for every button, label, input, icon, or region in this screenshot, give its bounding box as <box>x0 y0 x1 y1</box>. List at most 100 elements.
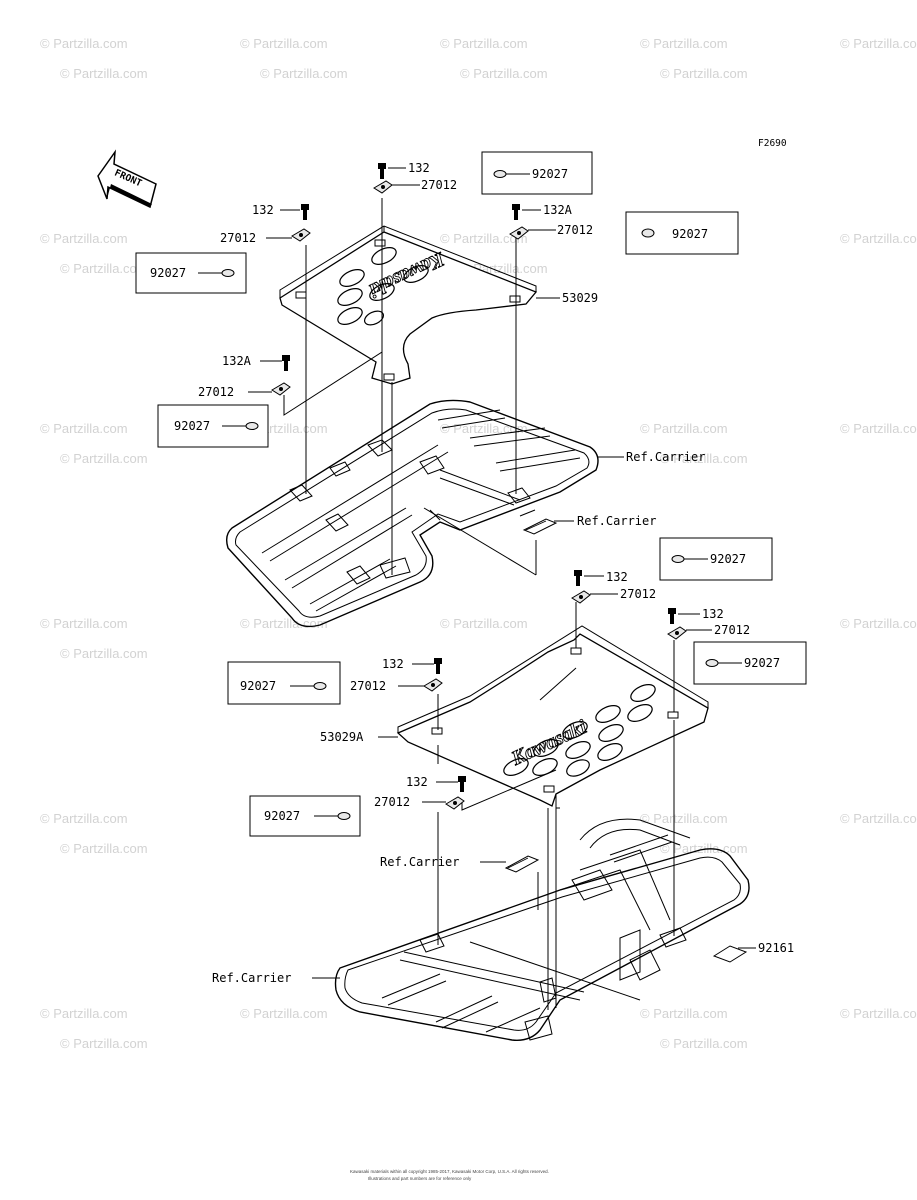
part-label-27012: 27012 <box>557 223 593 237</box>
watermark: © Partzilla.com <box>840 811 917 826</box>
clip-icon <box>571 590 591 604</box>
clip-icon <box>291 228 311 242</box>
watermark: © Partzilla.com <box>460 66 548 81</box>
ref-carrier-label: Ref.Carrier <box>577 514 656 528</box>
watermark: © Partzilla.com <box>640 36 728 51</box>
watermark: © Partzilla.com <box>840 36 917 51</box>
part-label-27012: 27012 <box>421 178 457 192</box>
watermark: © Partzilla.com <box>440 616 528 631</box>
footer-copyright: Kawasaki materials within all copyright … <box>350 1169 549 1174</box>
watermark: © Partzilla.com <box>840 1006 917 1021</box>
bolt-icon <box>434 658 442 674</box>
watermark: © Partzilla.com <box>40 36 128 51</box>
part-label-92161: 92161 <box>758 941 794 955</box>
part-label-132: 132 <box>408 161 430 175</box>
part-label-92027: 92027 <box>672 227 708 241</box>
part-label-92027: 92027 <box>264 809 300 823</box>
part-label-27012: 27012 <box>198 385 234 399</box>
ref-carrier-label: Ref.Carrier <box>626 450 705 464</box>
watermark: © Partzilla.com <box>640 811 728 826</box>
washer-box: 92027 <box>625 211 739 255</box>
watermark: © Partzilla.com <box>660 841 748 856</box>
bolt-icon <box>301 204 309 220</box>
bolt-icon <box>668 608 676 624</box>
part-label-27012: 27012 <box>714 623 750 637</box>
watermark: © Partzilla.com <box>640 1006 728 1021</box>
part-label-132: 132 <box>702 607 724 621</box>
washer-box: 92027 <box>693 641 807 685</box>
part-label-53029: 53029 <box>562 291 598 305</box>
watermark: © Partzilla.com <box>40 231 128 246</box>
watermark: © Partzilla.com <box>60 1036 148 1051</box>
bolt-icon <box>282 355 290 371</box>
lower-plate-53029A: Kawasaki <box>396 625 709 809</box>
bolt-icon <box>574 570 582 586</box>
watermark-layer: © Partzilla.com © Partzilla.com © Partzi… <box>40 36 917 1051</box>
clip-icon <box>509 226 529 240</box>
upper-fasteners: 132 27012 132 27012 132A <box>198 161 705 535</box>
part-label-27012: 27012 <box>620 587 656 601</box>
ref-carrier-label: Ref.Carrier <box>380 855 459 869</box>
clip-icon <box>423 678 443 692</box>
footer-note: Illustrations and part numbers are for r… <box>368 1176 472 1181</box>
watermark: © Partzilla.com <box>60 451 148 466</box>
watermark: © Partzilla.com <box>440 421 528 436</box>
washer-box: 92027 <box>481 151 593 195</box>
pad-icon <box>522 518 558 535</box>
part-label-27012: 27012 <box>374 795 410 809</box>
part-label-132A: 132A <box>222 354 252 368</box>
watermark: © Partzilla.com <box>60 261 148 276</box>
lower-fasteners: 132 27012 132 27012 132 <box>212 570 794 985</box>
watermark: © Partzilla.com <box>40 1006 128 1021</box>
watermark: © Partzilla.com <box>260 66 348 81</box>
part-label-27012: 27012 <box>220 231 256 245</box>
watermark: © Partzilla.com <box>240 36 328 51</box>
part-label-53029A: 53029A <box>320 730 364 744</box>
part-label-132: 132 <box>382 657 404 671</box>
watermark: © Partzilla.com <box>660 1036 748 1051</box>
upper-leader-lines <box>283 198 560 576</box>
part-label-92027: 92027 <box>532 167 568 181</box>
watermark: © Partzilla.com <box>840 616 917 631</box>
bolt-icon <box>512 204 520 220</box>
washer-box: 92027 <box>157 404 269 448</box>
washer-box: 92027 <box>135 252 247 294</box>
lower-carrier-frame <box>334 818 750 1041</box>
bolt-icon <box>378 163 386 179</box>
upper-plate-53029: Kawasaki <box>279 225 538 385</box>
watermark: © Partzilla.com <box>640 421 728 436</box>
pad-icon <box>504 855 540 873</box>
front-arrow-icon: FRONT <box>97 149 157 209</box>
part-label-92027: 92027 <box>240 679 276 693</box>
watermark: © Partzilla.com <box>40 811 128 826</box>
watermark: © Partzilla.com <box>840 421 917 436</box>
watermark: © Partzilla.com <box>660 66 748 81</box>
washer-box: 92027 <box>227 661 341 705</box>
watermark: © Partzilla.com <box>660 451 748 466</box>
clip-icon <box>445 796 465 810</box>
watermark: © Partzilla.com <box>440 36 528 51</box>
watermark: © Partzilla.com <box>240 616 328 631</box>
part-label-92027: 92027 <box>150 266 186 280</box>
part-label-92027: 92027 <box>710 552 746 566</box>
part-label-132: 132 <box>606 570 628 584</box>
watermark: © Partzilla.com <box>240 1006 328 1021</box>
lower-leader-lines <box>378 602 675 1010</box>
pad-icon <box>712 945 748 963</box>
watermark: © Partzilla.com <box>60 646 148 661</box>
part-label-132A: 132A <box>543 203 573 217</box>
washer-box: 92027 <box>659 537 773 581</box>
clip-icon <box>373 180 393 194</box>
part-label-92027: 92027 <box>744 656 780 670</box>
part-label-132: 132 <box>406 775 428 789</box>
watermark: © Partzilla.com <box>60 66 148 81</box>
watermark: © Partzilla.com <box>40 616 128 631</box>
washer-box: 92027 <box>249 795 361 837</box>
bolt-icon <box>458 776 466 792</box>
clip-icon <box>271 382 291 396</box>
part-label-27012: 27012 <box>350 679 386 693</box>
watermark: © Partzilla.com <box>440 231 528 246</box>
watermark: © Partzilla.com <box>40 421 128 436</box>
ref-carrier-label: Ref.Carrier <box>212 971 291 985</box>
